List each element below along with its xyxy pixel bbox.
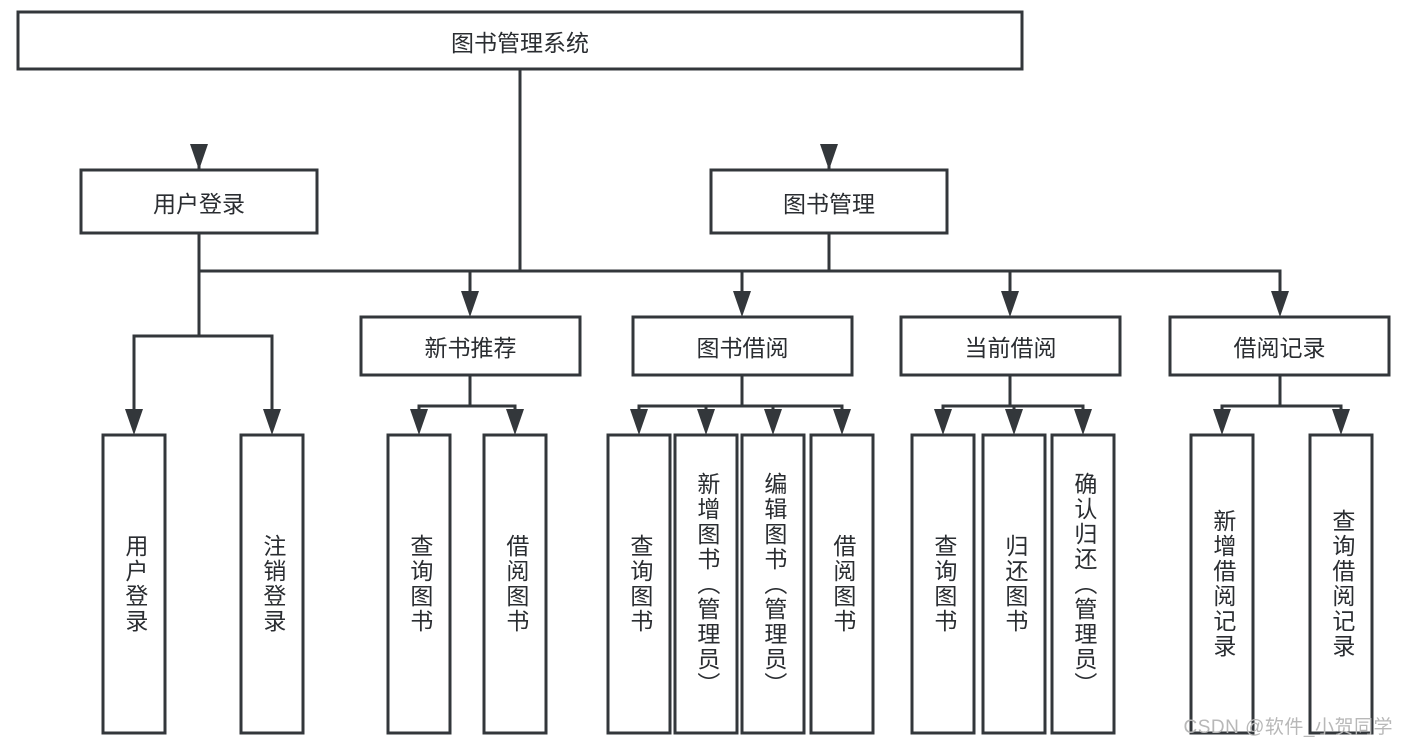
node-box-book-borrow[interactable] bbox=[631, 315, 854, 377]
arrow-head-icon bbox=[820, 144, 838, 170]
node-box-leaf-return-book[interactable] bbox=[981, 433, 1047, 735]
arrow-head-icon bbox=[833, 409, 851, 435]
node-box-leaf-query-book-recommend[interactable] bbox=[386, 433, 452, 735]
arrow-head-icon bbox=[263, 409, 281, 435]
node-box-current-borrow[interactable] bbox=[899, 315, 1122, 377]
node-box-leaf-edit-book-admin[interactable] bbox=[740, 433, 806, 735]
node-box-leaf-borrow-book[interactable] bbox=[809, 433, 875, 735]
node-box-leaf-query-book-borrow[interactable] bbox=[606, 433, 672, 735]
arrow-head-icon bbox=[410, 409, 428, 435]
arrow-head-icon bbox=[630, 409, 648, 435]
node-box-book-management[interactable] bbox=[709, 168, 949, 235]
node-box-root[interactable] bbox=[16, 10, 1024, 71]
node-boxes-layer bbox=[16, 10, 1391, 735]
arrow-head-icon bbox=[1271, 291, 1289, 317]
arrow-head-icon bbox=[1001, 291, 1019, 317]
arrow-head-icon bbox=[461, 291, 479, 317]
arrow-head-icon bbox=[1074, 409, 1092, 435]
watermark-text: CSDN @软件_小贺同学 bbox=[1183, 717, 1393, 738]
arrow-head-icon bbox=[1005, 409, 1023, 435]
node-box-leaf-query-book-current[interactable] bbox=[910, 433, 976, 735]
node-box-borrow-record[interactable] bbox=[1168, 315, 1391, 377]
node-box-leaf-add-borrow-record[interactable] bbox=[1189, 433, 1255, 735]
node-box-user-login[interactable] bbox=[79, 168, 319, 235]
connectors-layer bbox=[125, 67, 1350, 435]
arrow-head-icon bbox=[1332, 409, 1350, 435]
arrow-head-icon bbox=[697, 409, 715, 435]
node-box-leaf-logout-login[interactable] bbox=[239, 433, 305, 735]
arrow-head-icon bbox=[764, 409, 782, 435]
node-box-leaf-user-login[interactable] bbox=[101, 433, 167, 735]
arrow-head-icon bbox=[125, 409, 143, 435]
arrow-head-icon bbox=[190, 144, 208, 170]
node-box-new-book-recommend[interactable] bbox=[359, 315, 582, 377]
node-box-leaf-add-book-admin[interactable] bbox=[673, 433, 739, 735]
arrow-head-icon bbox=[506, 409, 524, 435]
arrow-head-icon bbox=[1213, 409, 1231, 435]
arrow-head-icon bbox=[934, 409, 952, 435]
node-box-leaf-borrow-book-recommend[interactable] bbox=[482, 433, 548, 735]
node-box-leaf-confirm-return-admin[interactable] bbox=[1050, 433, 1116, 735]
node-box-leaf-query-borrow-record[interactable] bbox=[1308, 433, 1374, 735]
arrow-head-icon bbox=[733, 291, 751, 317]
